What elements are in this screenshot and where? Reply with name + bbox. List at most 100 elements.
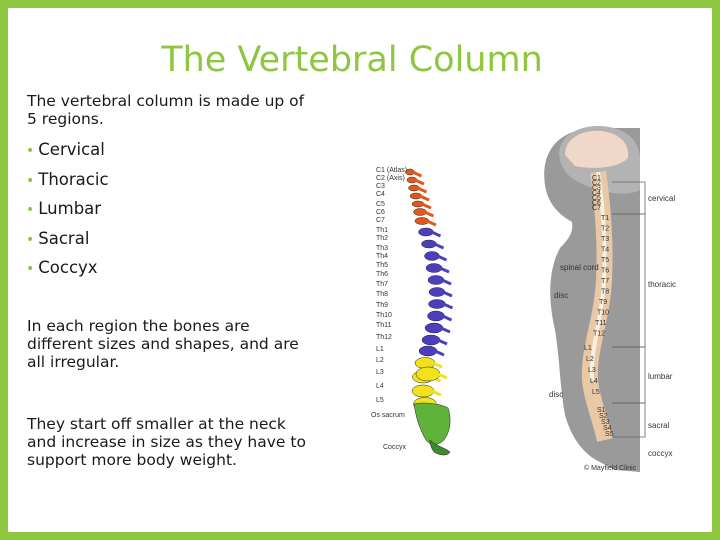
spine-label: Os sacrum	[371, 412, 405, 419]
cervical-vertebra-process	[419, 194, 430, 202]
body-vertebra-code: T12	[593, 331, 605, 338]
thoracic-vertebra	[421, 334, 441, 346]
spine-label: Th3	[376, 245, 388, 252]
thoracic-vertebra-process	[434, 349, 445, 357]
bullet-label: Coccyx	[38, 258, 98, 277]
lumbar-vertebra-process	[432, 361, 443, 369]
bullet-item: •Coccyx	[26, 258, 109, 288]
intro-text: The vertebral column is made up of 5 reg…	[27, 92, 305, 128]
thoracic-vertebra	[424, 251, 440, 261]
body-vertebra-code: L5	[592, 389, 600, 396]
colored-spine-figure	[405, 168, 454, 456]
bullet-item: •Thoracic	[26, 170, 109, 200]
paragraph-weight: They start off smaller at the neck and i…	[27, 415, 306, 469]
body-vertebra-code: T3	[601, 236, 609, 243]
body-label-coccyx: coccyx	[648, 449, 672, 458]
thoracic-vertebra	[427, 275, 445, 285]
cervical-vertebra-process	[416, 186, 428, 194]
body-label-thoracic: thoracic	[648, 280, 676, 289]
body-vertebra-code: S5	[605, 431, 614, 438]
bullet-label: Thoracic	[38, 169, 109, 189]
body-vertebra-code: T11	[595, 320, 607, 327]
spine-label: C4	[376, 191, 385, 198]
spine-label: L3	[376, 369, 384, 376]
body-label-lumbar: lumbar	[648, 372, 673, 381]
thoracic-vertebra	[421, 239, 437, 249]
spine-label: C6	[376, 209, 385, 216]
bullet-dot: •	[26, 261, 35, 277]
thoracic-vertebra-process	[430, 230, 442, 238]
lumbar-vertebra	[414, 357, 436, 369]
bullet-label: Lumbar	[38, 199, 102, 218]
thoracic-vertebra-process	[439, 266, 450, 274]
thoracic-vertebra	[428, 299, 446, 309]
body-vertebra-code: S2	[599, 413, 608, 420]
spine-labels: C1 (Atlas)C2 (Axis)C3C4C5C6C7Th1Th2Th3Th…	[371, 167, 407, 451]
body-label-cervical: cervical	[648, 194, 675, 203]
body-vertebra-code: T1	[601, 215, 609, 222]
bullet-item: •Sacral	[26, 229, 109, 259]
lumbar-vertebra-process	[437, 372, 448, 380]
thoracic-vertebra-process	[441, 278, 452, 286]
body-vertebra-code: C7	[592, 205, 601, 212]
body-vertebra-code: C2	[592, 180, 601, 187]
paragraph-sizes: In each region the bones are different s…	[27, 317, 299, 371]
spine-label: C1 (Atlas)	[376, 167, 407, 174]
spine-label: C7	[376, 217, 385, 224]
spine-label: Th8	[376, 291, 388, 298]
body-vertebra-code: C6	[592, 200, 601, 207]
thoracic-vertebra-process	[442, 290, 453, 298]
body-vertebra-code: T9	[599, 299, 607, 306]
sacrum	[413, 402, 451, 445]
cervical-vertebra	[414, 217, 430, 225]
body-vertebra-code: T6	[601, 268, 609, 275]
spine-label: Th7	[376, 281, 388, 288]
spine-label: Th12	[376, 334, 392, 341]
thoracic-vertebra-process	[441, 314, 453, 322]
thoracic-vertebra	[428, 287, 446, 297]
spine-label: Th11	[376, 322, 392, 329]
bullet-dot: •	[26, 202, 35, 218]
body-vertebra-code: T2	[601, 226, 609, 233]
body-vertebra-code: L3	[588, 367, 596, 374]
region-bullet-list: •Cervical •Thoracic •Lumbar •Sacral •Coc…	[26, 140, 109, 288]
callout-spinal-cord: spinal cord	[560, 263, 599, 272]
thoracic-vertebra-process	[442, 302, 454, 310]
spine-label: L2	[376, 357, 384, 364]
thoracic-vertebra	[418, 345, 438, 357]
body-vertebra-code: L2	[586, 356, 594, 363]
spine-label: Th6	[376, 271, 388, 278]
spine-label: Th10	[376, 312, 392, 319]
callout-vertebra: disc	[554, 291, 568, 300]
callout-disc: disc	[549, 390, 563, 399]
spine-label: Th2	[376, 235, 388, 242]
cervical-vertebra-process	[426, 219, 437, 227]
spine-label: Th9	[376, 302, 388, 309]
spine-label: Th1	[376, 227, 388, 234]
thoracic-vertebra-process	[436, 254, 448, 262]
body-vertebra-codes: C1C2C3C4C5C6C7T1T2T3T4T5T6T7T8T9T10T11T1…	[584, 175, 614, 438]
cervical-vertebra-process	[423, 210, 435, 218]
body-vertebra-code: S4	[603, 425, 612, 432]
body-vertebra-code: S1	[597, 407, 606, 414]
body-vertebra-code: S3	[601, 419, 610, 426]
body-vertebra-code: T10	[597, 310, 609, 317]
region-brackets	[612, 181, 646, 438]
body-vertebra-code: T7	[601, 278, 609, 285]
thoracic-vertebra-process	[440, 326, 451, 334]
body-vertebra-code: T4	[601, 247, 609, 254]
spine-label: C2 (Axis)	[376, 175, 405, 182]
lumbar-vertebra	[415, 366, 441, 382]
spine-label: L4	[376, 383, 384, 390]
body-vertebra-code: C4	[592, 190, 601, 197]
body-vertebra-code: L1	[584, 345, 592, 352]
bullet-label: Sacral	[38, 228, 90, 248]
body-vertebra-code: C1	[592, 175, 601, 182]
brain-shape	[565, 130, 629, 168]
lumbar-vertebra-process	[431, 389, 442, 397]
coccyx	[429, 439, 451, 456]
bullet-item: •Lumbar	[26, 199, 109, 229]
bullet-label: Cervical	[38, 140, 105, 159]
spine-label: C3	[376, 183, 385, 190]
thoracic-vertebra-process	[437, 338, 448, 346]
